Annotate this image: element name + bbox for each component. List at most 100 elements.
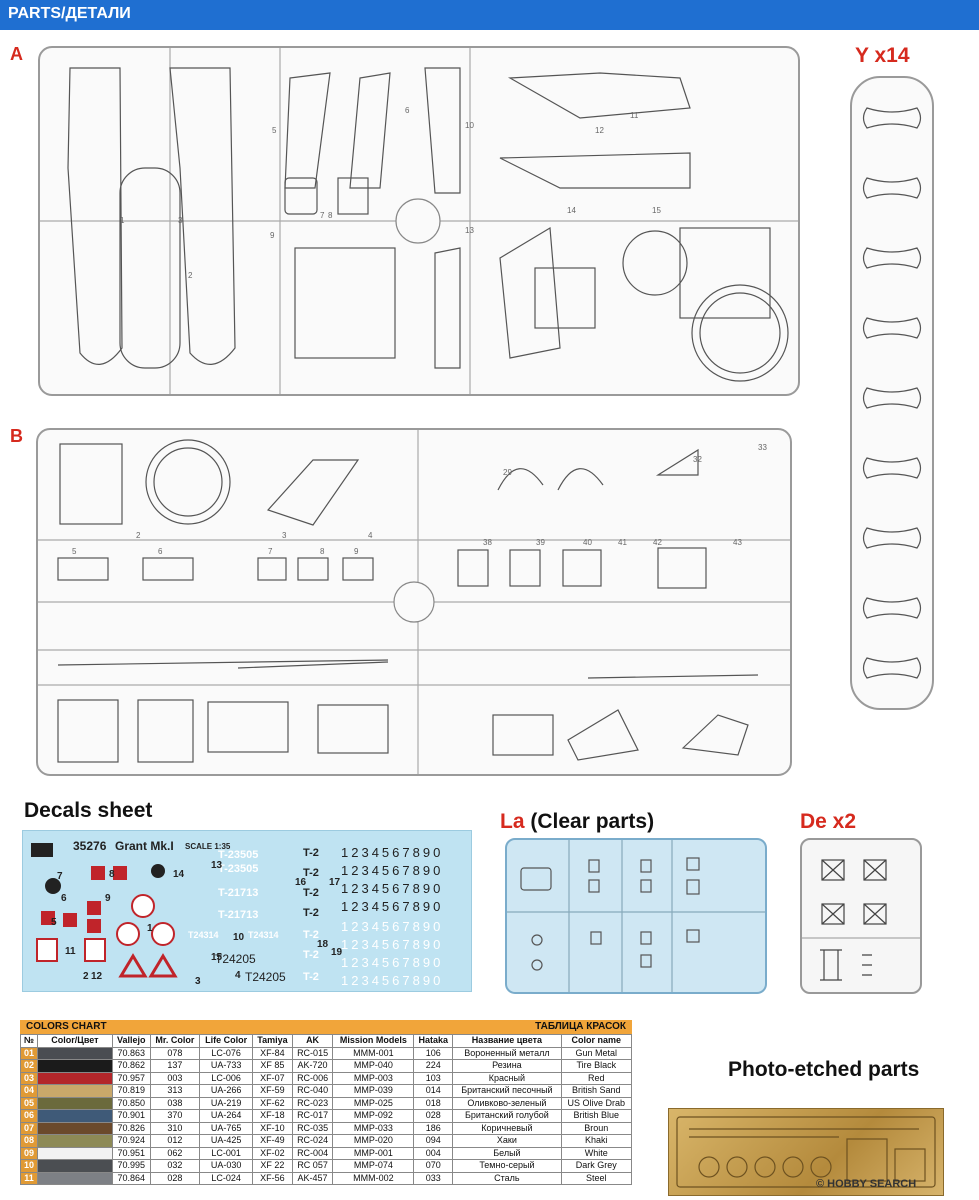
svg-text:11: 11 (630, 111, 639, 120)
color-en: Broun (560, 1121, 633, 1135)
svg-text:2: 2 (136, 531, 141, 540)
decal-t2-7: T-2 (303, 971, 319, 983)
y-parts-title: Y x14 (855, 44, 910, 67)
color-en: White (560, 1146, 633, 1160)
color-mission: MMM-002 (332, 1171, 415, 1185)
decal-scale: SCALE 1:35 (185, 842, 231, 851)
decal-num-13: 13 (211, 860, 223, 871)
color-mission: MMM-001 (332, 1046, 415, 1060)
svg-text:14: 14 (567, 206, 576, 215)
color-ak: AK-457 (291, 1171, 334, 1185)
color-tamiya: XF-56 (252, 1171, 293, 1185)
decal-serial-4b: T24205 (245, 970, 286, 984)
svg-text:4: 4 (368, 531, 373, 540)
decal-num-7: 7 (57, 871, 63, 882)
color-tamiya: XF-62 (252, 1096, 293, 1110)
color-mr: 310 (149, 1121, 201, 1135)
decal-markings (31, 843, 178, 978)
svg-text:1: 1 (120, 216, 125, 225)
svg-text:6: 6 (158, 547, 163, 556)
decal-num-14: 14 (173, 869, 185, 880)
color-en: Khaki (560, 1134, 633, 1148)
decal-serial-2: T-21713 (218, 887, 259, 899)
color-hataka: 028 (413, 1109, 454, 1123)
svg-text:2: 2 (188, 271, 193, 280)
colors-chart-header: COLORS CHART ТАБЛИЦА КРАСОК (20, 1020, 632, 1034)
decal-num-12: 12 (91, 971, 103, 982)
svg-text:43: 43 (733, 538, 742, 547)
decal-num-11: 11 (65, 946, 76, 957)
color-tamiya: XF 85 (252, 1059, 293, 1073)
color-ak: RC-035 (291, 1121, 334, 1135)
color-ak: RC-023 (291, 1096, 334, 1110)
color-tamiya: XF-49 (252, 1134, 293, 1148)
decal-num-17: 17 (329, 877, 341, 888)
color-life: UA-765 (199, 1121, 254, 1135)
color-mr: 313 (149, 1084, 201, 1098)
color-mr: 038 (149, 1096, 201, 1110)
color-vallejo: 70.901 (111, 1109, 151, 1123)
svg-text:13: 13 (465, 226, 474, 235)
decal-t2-4: T-2 (303, 907, 319, 919)
color-ru: Сталь (452, 1171, 562, 1185)
color-life: UA-030 (199, 1159, 254, 1173)
decal-num-1: 1 (147, 923, 153, 934)
decal-num-10: 10 (233, 932, 245, 943)
sprue-y (850, 76, 934, 710)
color-swatch (36, 1046, 113, 1060)
decal-t2-2: T-2 (303, 867, 319, 879)
svg-text:7: 7 (320, 211, 325, 220)
color-en: Steel (560, 1171, 633, 1185)
color-tamiya: XF 22 (252, 1159, 293, 1173)
color-swatch (36, 1071, 113, 1085)
color-life: UA-264 (199, 1109, 254, 1123)
color-vallejo: 70.951 (111, 1146, 151, 1160)
decal-kit-name: Grant Mk.I (115, 839, 174, 853)
color-ru: Резина (452, 1059, 562, 1073)
color-en: Tire Black (560, 1059, 633, 1073)
svg-text:8: 8 (328, 211, 333, 220)
svg-text:33: 33 (758, 443, 767, 452)
color-vallejo: 70.819 (111, 1084, 151, 1098)
color-ru: Британский голубой (452, 1109, 562, 1123)
color-ak: RC-006 (291, 1071, 334, 1085)
color-vallejo: 70.957 (111, 1071, 151, 1085)
color-tamiya: XF-07 (252, 1071, 293, 1085)
color-en: Gun Metal (560, 1046, 633, 1060)
color-mission: MMP-025 (332, 1096, 415, 1110)
color-swatch (36, 1146, 113, 1160)
decal-t2-5: T-2 (303, 929, 319, 941)
color-ru: Красный (452, 1071, 562, 1085)
svg-text:9: 9 (354, 547, 359, 556)
color-mr: 062 (149, 1146, 201, 1160)
decal-num-8: 8 (109, 869, 115, 880)
color-mr: 137 (149, 1059, 201, 1073)
svg-text:29: 29 (503, 468, 512, 477)
color-vallejo: 70.924 (111, 1134, 151, 1148)
color-number: 02 (20, 1059, 38, 1073)
color-en: British Blue (560, 1109, 633, 1123)
color-hataka: 070 (413, 1159, 454, 1173)
colors-chart-title-ru: ТАБЛИЦА КРАСОК (535, 1021, 626, 1032)
color-number: 06 (20, 1109, 38, 1123)
svg-text:39: 39 (536, 538, 545, 547)
color-mission: MMP-074 (332, 1159, 415, 1173)
watermark: © HOBBY SEARCH (816, 1178, 917, 1190)
colors-chart-title: COLORS CHART (26, 1021, 107, 1032)
color-swatch (36, 1159, 113, 1173)
decal-num-9: 9 (105, 893, 111, 904)
decal-t2-6: T-2 (303, 949, 319, 961)
decal-digits-3: 1234567890 (341, 881, 444, 896)
color-vallejo: 70.850 (111, 1096, 151, 1110)
color-ak: RC-024 (291, 1134, 334, 1148)
color-ak: RC-015 (291, 1046, 334, 1060)
